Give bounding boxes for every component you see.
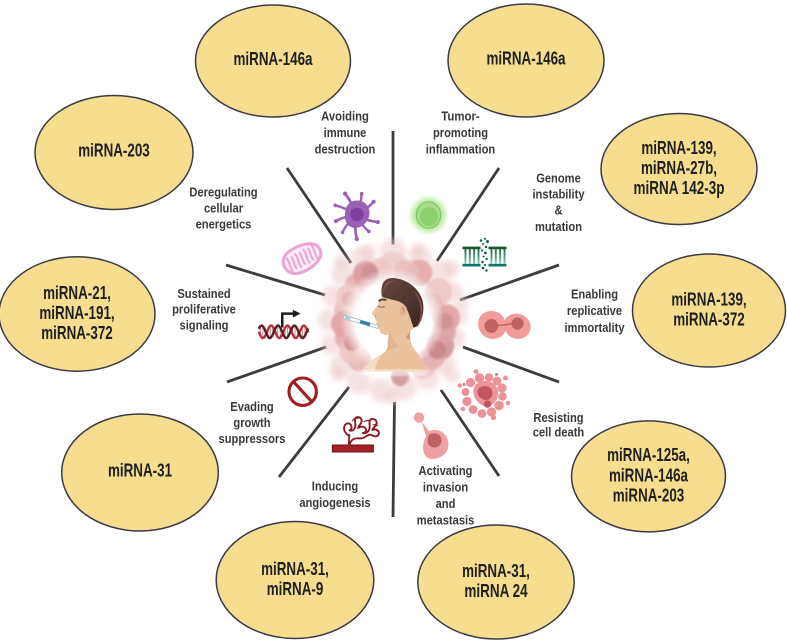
svg-text:Sustained: Sustained xyxy=(177,286,230,301)
svg-text:miRNA 24: miRNA 24 xyxy=(464,581,527,601)
svg-text:proliferative: proliferative xyxy=(172,302,236,317)
svg-text:miRNA-203: miRNA-203 xyxy=(78,141,150,161)
svg-text:promoting: promoting xyxy=(433,125,488,140)
svg-text:Tumor-: Tumor- xyxy=(441,109,479,124)
svg-text:growth: growth xyxy=(233,415,270,430)
svg-text:immortality: immortality xyxy=(564,320,625,335)
svg-text:metastasis: metastasis xyxy=(417,513,475,528)
svg-text:miRNA-146a: miRNA-146a xyxy=(234,49,314,69)
svg-text:&: & xyxy=(554,203,562,218)
svg-text:invasion: invasion xyxy=(423,480,468,495)
svg-text:miRNA-31,: miRNA-31, xyxy=(261,559,329,579)
svg-text:miRNA-21,: miRNA-21, xyxy=(43,283,111,303)
svg-text:energetics: energetics xyxy=(196,217,252,232)
svg-text:miRNA-372: miRNA-372 xyxy=(673,310,745,330)
svg-text:miRNA-146a: miRNA-146a xyxy=(487,49,567,69)
svg-text:miRNA-146a: miRNA-146a xyxy=(609,465,689,485)
svg-text:miRNA-372: miRNA-372 xyxy=(41,323,113,343)
svg-text:Enabling: Enabling xyxy=(571,287,618,302)
svg-text:miRNA-125a,: miRNA-125a, xyxy=(607,445,690,465)
svg-text:Inducing: Inducing xyxy=(312,479,359,494)
svg-text:instability: instability xyxy=(532,187,585,202)
svg-text:suppressors: suppressors xyxy=(219,431,286,446)
svg-text:Avoiding: Avoiding xyxy=(321,109,369,124)
svg-text:miRNA-203: miRNA-203 xyxy=(613,486,685,506)
svg-text:miRNA-139,: miRNA-139, xyxy=(641,138,716,158)
svg-text:cellular: cellular xyxy=(204,201,243,216)
svg-text:miRNA-9: miRNA-9 xyxy=(267,579,324,599)
svg-text:miRNA 142-3p: miRNA 142-3p xyxy=(634,178,725,198)
svg-text:replicative: replicative xyxy=(567,303,622,318)
svg-text:miRNA-31,: miRNA-31, xyxy=(462,561,530,581)
svg-text:miRNA-27b,: miRNA-27b, xyxy=(641,158,717,178)
svg-text:Genome: Genome xyxy=(536,171,581,186)
svg-text:miRNA-139,: miRNA-139, xyxy=(671,289,746,309)
svg-text:destruction: destruction xyxy=(315,141,376,156)
svg-text:and: and xyxy=(436,496,456,511)
svg-text:signaling: signaling xyxy=(180,318,229,333)
svg-text:Activating: Activating xyxy=(419,463,473,478)
svg-text:Resisting: Resisting xyxy=(533,410,583,425)
svg-text:Evading: Evading xyxy=(230,399,273,414)
svg-text:inflammation: inflammation xyxy=(426,141,495,156)
svg-text:mutation: mutation xyxy=(535,219,582,234)
svg-text:angiogenesis: angiogenesis xyxy=(299,495,370,510)
svg-text:cell death: cell death xyxy=(533,424,585,439)
svg-text:immune: immune xyxy=(324,125,367,140)
svg-text:Deregulating: Deregulating xyxy=(189,185,257,200)
svg-text:miRNA-31: miRNA-31 xyxy=(108,461,172,481)
svg-text:miRNA-191,: miRNA-191, xyxy=(39,303,114,323)
